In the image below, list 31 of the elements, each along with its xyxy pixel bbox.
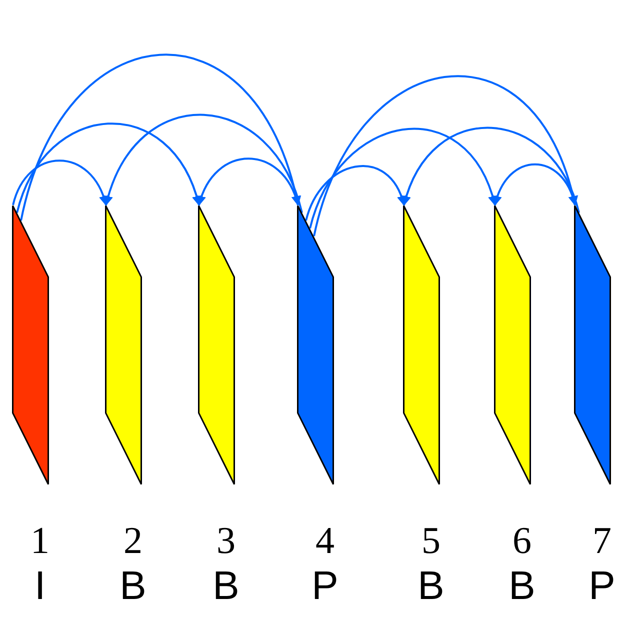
arrow	[20, 54, 300, 221]
frame-number: 7	[592, 522, 612, 560]
arrow	[313, 76, 578, 236]
frame-number: 1	[30, 522, 50, 560]
frame-number: 3	[216, 522, 236, 560]
arrow	[104, 114, 303, 214]
frame-parallelogram	[574, 205, 611, 485]
frame-number: 6	[512, 522, 532, 560]
arrow	[305, 165, 406, 221]
frame-type-label: B	[120, 566, 146, 606]
arrow	[16, 122, 201, 214]
frame-type-label: I	[34, 566, 46, 606]
frame-number: 5	[422, 522, 440, 560]
frame-parallelogram	[494, 205, 531, 485]
arrow	[492, 163, 576, 206]
arrow	[309, 128, 497, 229]
frame-number: 2	[124, 522, 142, 560]
frame-type-label: B	[212, 566, 240, 606]
frame-type-label: B	[418, 566, 444, 606]
frame-parallelogram	[403, 205, 440, 485]
frame-number: 4	[316, 522, 334, 560]
arrow	[12, 160, 108, 206]
frame-type-label: P	[312, 566, 338, 606]
arrow	[197, 158, 299, 206]
arrow	[402, 126, 580, 214]
frame-parallelogram	[198, 205, 235, 485]
frame-parallelogram	[12, 205, 49, 485]
frame-type-label: P	[588, 566, 616, 606]
frame-parallelogram	[105, 205, 142, 485]
frame-type-label: B	[508, 566, 536, 606]
frame-parallelogram	[297, 205, 334, 485]
